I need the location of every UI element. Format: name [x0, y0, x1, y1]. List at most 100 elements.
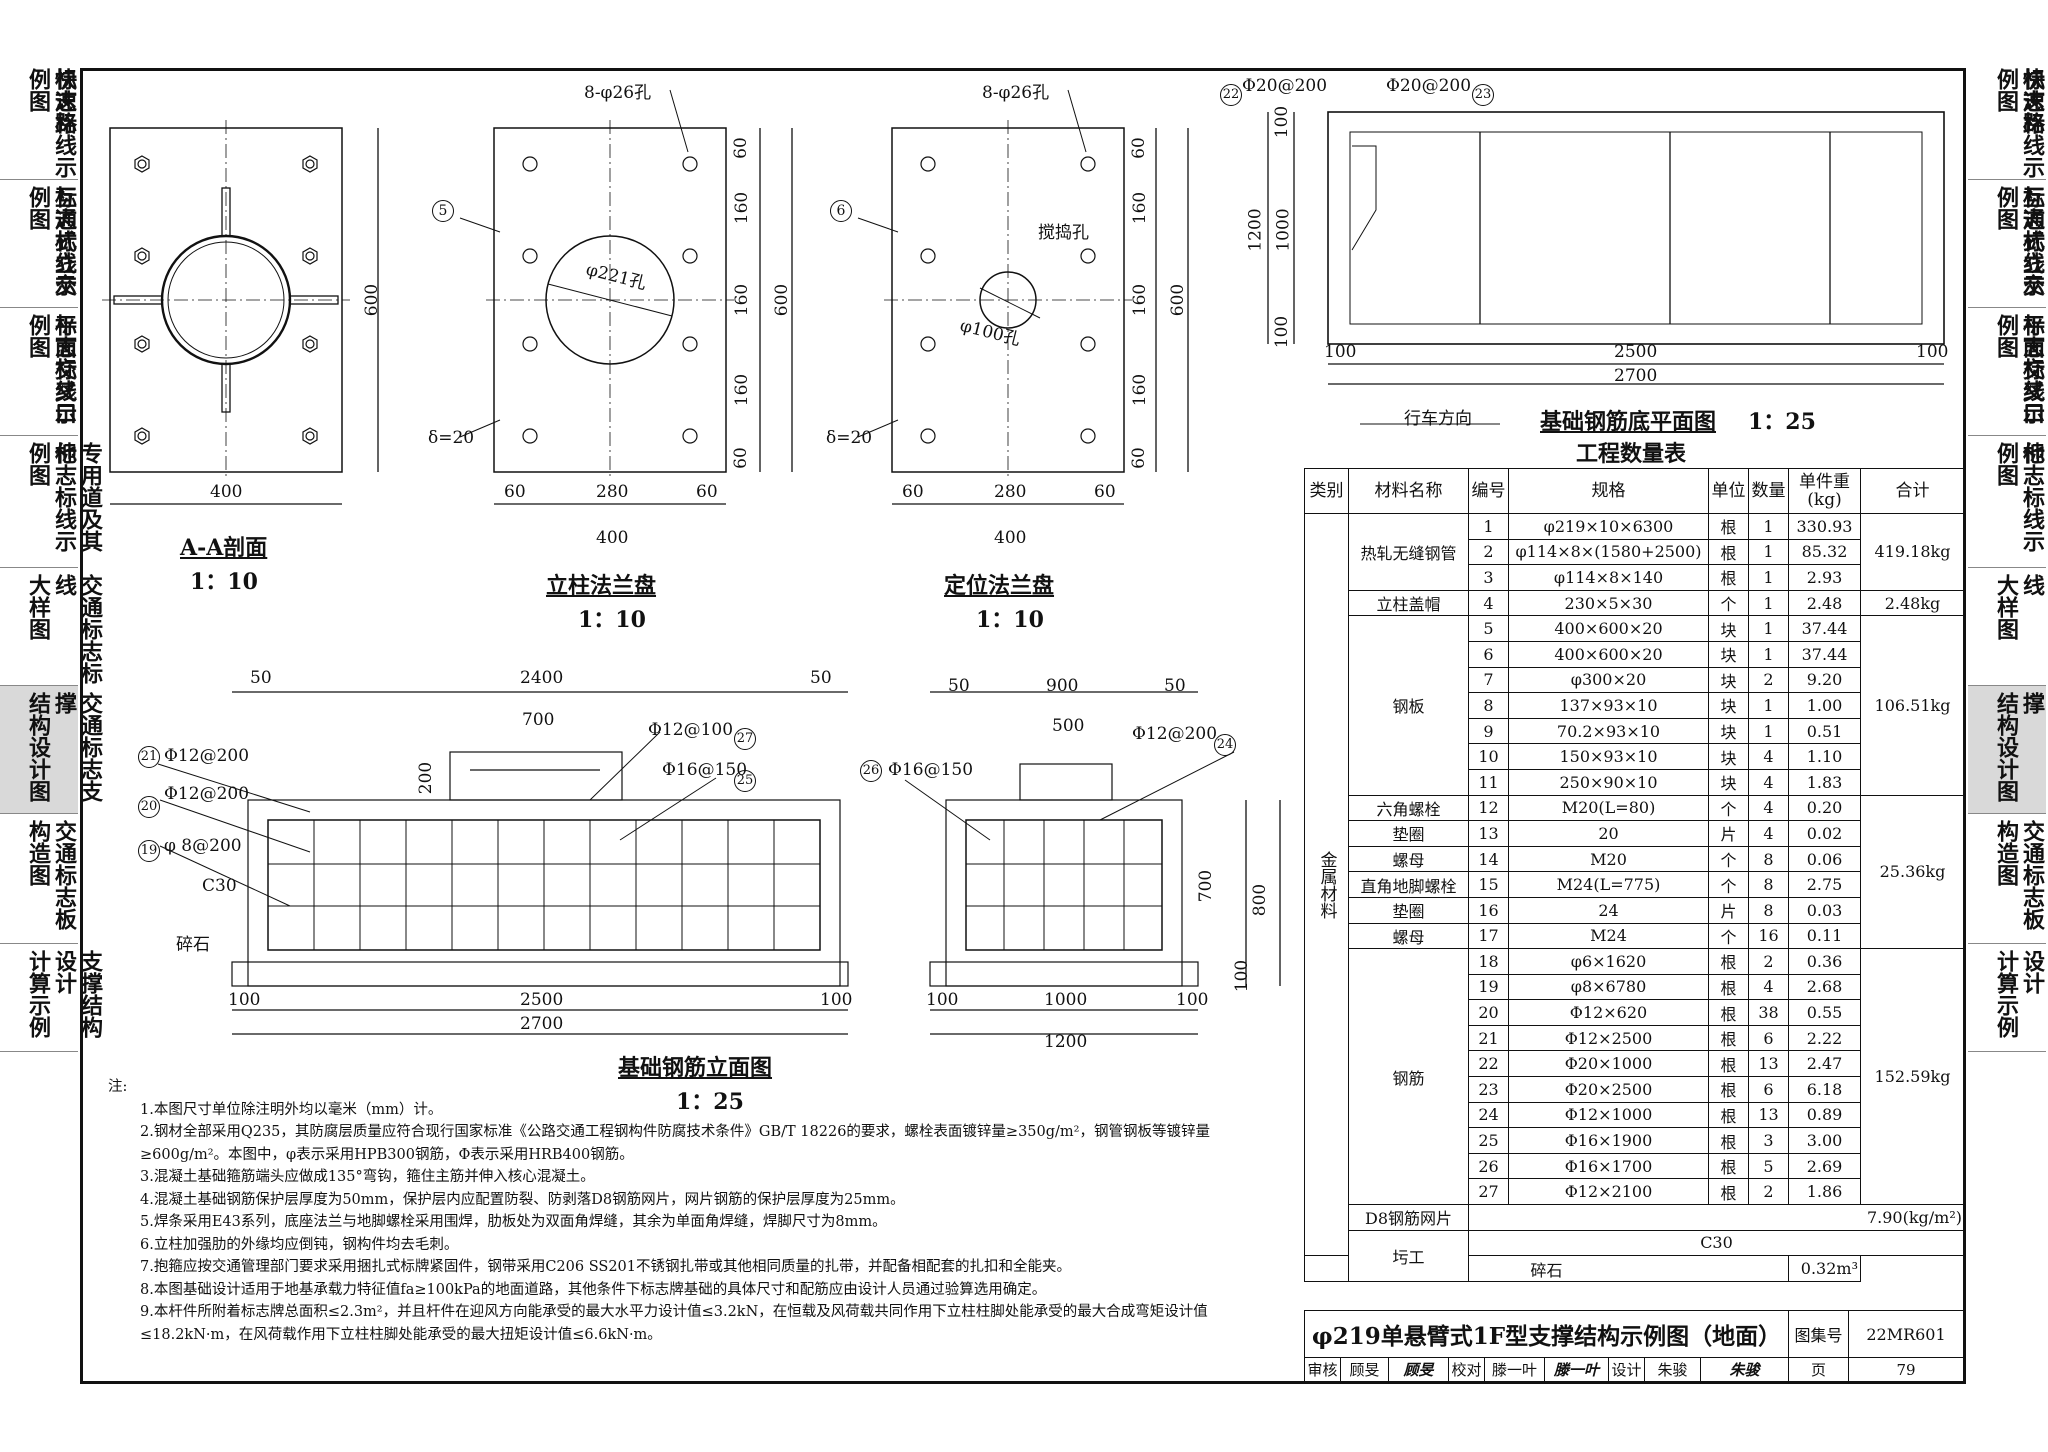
aa-section-scale: 1：10 [190, 569, 258, 595]
item-number: 22 [1468, 1050, 1509, 1078]
unit-cell: 个 [1708, 794, 1749, 822]
aa-width-dim: 400 [210, 482, 243, 502]
atlas-label: 图集号 [1789, 1311, 1849, 1357]
side-tab-7[interactable]: 构造图交通标志板 [0, 814, 78, 944]
item-number: 9 [1468, 717, 1509, 745]
column-flange-scale: 1：10 [578, 607, 646, 633]
side-tab-topic: 平面交叉口 [51, 314, 76, 424]
side-tab-2[interactable]: 标志标线示例图互通式立交 [0, 180, 78, 308]
checker: 滕一叶 [1485, 1358, 1545, 1381]
item-number: 20 [1468, 999, 1509, 1026]
unit-cell: 块 [1708, 640, 1749, 668]
plan-width: 2700 [1614, 366, 1658, 386]
unit-weight-cell: 0.11 [1788, 922, 1861, 950]
side-tab-topic: 交通标志板 [51, 820, 76, 930]
quantity-cell: 4 [1748, 743, 1789, 770]
unit-cell: 根 [1708, 1127, 1749, 1154]
unit-cell: 根 [1708, 1076, 1749, 1103]
note-item: 1.本图尺寸单位除注明外均以毫米（mm）计。 [140, 1101, 443, 1118]
elev-label-24: Φ12@200 [1132, 724, 1218, 744]
quantity-cell: 8 [1748, 896, 1789, 924]
item-number: 17 [1468, 922, 1509, 950]
material-name-cell: 螺母 [1348, 845, 1469, 873]
material-name-cell: 立柱盖帽 [1348, 589, 1469, 617]
side-tab-3[interactable]: 标志标线示例图平面交叉口 [1968, 308, 2046, 436]
quantity-cell: 1 [1748, 692, 1789, 719]
total-cell: 106.51kg [1860, 615, 1965, 796]
side-tab-category: 标志标线示例图 [1993, 186, 2044, 296]
item-number: 25 [1468, 1127, 1509, 1154]
side-tab-category: 结构设计图 [1993, 692, 2018, 802]
spec-cell: 20 [1508, 820, 1709, 847]
column-flange-dim-b1: 60 [504, 482, 526, 502]
category-label: 金属材料 [1316, 850, 1337, 919]
quantity-cell: 1 [1748, 538, 1789, 566]
elev-l-top-3: 50 [810, 668, 832, 688]
plan-label-23: Φ20@200 [1386, 76, 1472, 96]
elev-r-dim-700: 700 [1196, 869, 1217, 903]
note-item: 8.本图基础设计适用于地基承载力特征值fa≥100kPa的地面道路，其他条件下标… [140, 1281, 1047, 1298]
unit-weight-cell: 37.44 [1788, 640, 1861, 668]
note-item: 2.钢材全部采用Q235，其防腐层质量应符合现行国家标准《公路交通工程钢构件防腐… [140, 1124, 1210, 1163]
spec-cell: 24 [1508, 896, 1709, 924]
unit-weight-cell: 2.47 [1788, 1050, 1861, 1078]
spec-cell: φ6×1620 [1508, 948, 1709, 975]
ref-26: 26 [860, 760, 882, 782]
side-tab-1[interactable]: 标志标线示例图快速路 [1968, 62, 2046, 180]
spec-cell: Φ12×2100 [1508, 1178, 1709, 1206]
side-tab-2[interactable]: 标志标线示例图互通式立交 [1968, 180, 2046, 308]
aa-section-title: A-A剖面 [180, 535, 268, 561]
elev-concrete: C30 [202, 876, 237, 896]
side-tab-category: 标志标线示例图 [1993, 68, 2044, 178]
quantity-cell: 1 [1748, 615, 1789, 642]
unit-weight-cell: 2.93 [1788, 564, 1861, 591]
column-flange-dim-r2: 160 [732, 191, 753, 225]
side-tab-category: 结构设计图 [25, 692, 50, 802]
ref-6: 6 [830, 200, 852, 222]
spec-cell: φ114×8×140 [1508, 564, 1709, 591]
table-header-cell: 材料名称 [1348, 468, 1469, 514]
side-tab-topic: 交通标志支撑 [2019, 692, 2048, 802]
ref-23: 23 [1472, 84, 1494, 106]
quantity-cell: 1 [1748, 589, 1789, 617]
locating-flange-holes: 8-φ26孔 [982, 83, 1050, 103]
material-name-cell: 钢筋 [1348, 948, 1469, 1206]
plan-dim-b1: 100 [1324, 342, 1357, 362]
elev-l-bot-1: 100 [228, 990, 261, 1010]
side-tab-topic: 交通标志标线 [2019, 574, 2048, 684]
title-row: φ219单悬臂式1F型支撑结构示例图（地面） 图集号 22MR601 [1304, 1310, 1964, 1358]
column-flange-thickness: δ=20 [428, 428, 475, 448]
side-tab-7[interactable]: 构造图交通标志板 [1968, 814, 2046, 944]
locating-flange-height: 600 [1168, 283, 1189, 317]
side-tab-topic: 支撑结构设计 [2019, 950, 2048, 1038]
unit-cell: 块 [1708, 615, 1749, 642]
elev-r-top-3: 50 [1164, 676, 1186, 696]
spec-cell: φ219×10×6300 [1508, 513, 1709, 540]
side-tab-category: 标志标线示例图 [1993, 314, 2044, 424]
elev-r-bot-1: 100 [926, 990, 959, 1010]
column-flange-title: 立柱法兰盘 [546, 573, 657, 599]
quantity-cell: 2 [1748, 1178, 1789, 1206]
side-tab-category: 大样图 [1993, 574, 2018, 640]
side-tab-1[interactable]: 标志标线示例图快速路 [0, 62, 78, 180]
note-item: 6.立柱加强肋的外缘均应倒钝，钢构件均去毛刺。 [140, 1236, 459, 1253]
note-item: 5.焊条采用E43系列，底座法兰与地脚螺栓采用围焊，肋板处为双面角焊缝，其余为单… [140, 1214, 887, 1230]
elev-l-total: 2700 [520, 1014, 564, 1034]
rebar-elevation-title: 基础钢筋立面图 [618, 1055, 773, 1081]
spec-cell: Φ16×1900 [1508, 1127, 1709, 1154]
side-tab-3[interactable]: 标志标线示例图平面交叉口 [0, 308, 78, 436]
side-tab-6[interactable]: 结构设计图交通标志支撑 [0, 686, 102, 814]
quantity-cell: 1 [1748, 640, 1789, 668]
ref-27: 27 [734, 728, 756, 750]
quantity-cell: 4 [1748, 794, 1789, 822]
